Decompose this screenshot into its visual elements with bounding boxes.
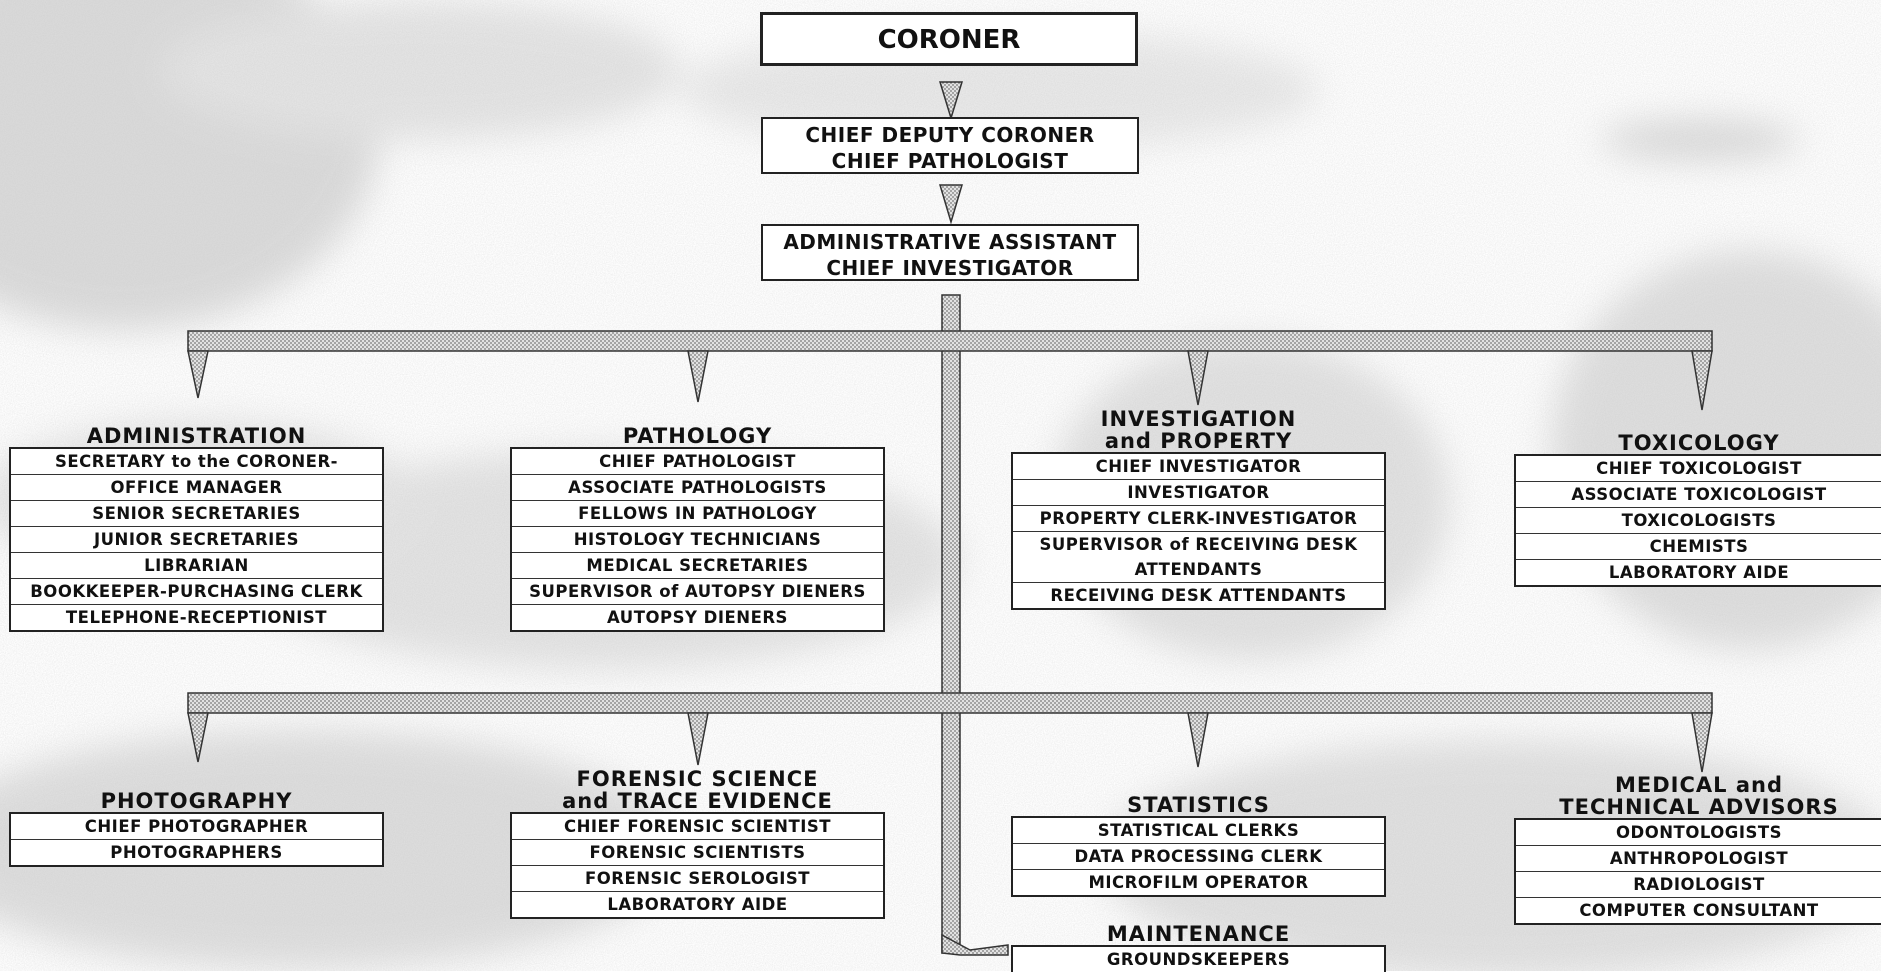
drop-statistics bbox=[1187, 712, 1209, 768]
position-item: FELLOWS IN PATHOLOGY bbox=[512, 501, 883, 527]
position-item: COMPUTER CONSULTANT bbox=[1579, 901, 1819, 920]
department-investigation: INVESTIGATION and PROPERTY CHIEF INVESTI… bbox=[1011, 408, 1386, 610]
position-item: OFFICE MANAGER bbox=[11, 475, 382, 501]
position-item: SENIOR SECRETARIES bbox=[11, 501, 382, 527]
position-item: SUPERVISOR of RECEIVING DESK bbox=[1039, 535, 1358, 554]
position-item: GROUNDSKEEPERS bbox=[1106, 950, 1291, 969]
position-list: SECRETARY to the CORONER- OFFICE MANAGER… bbox=[9, 447, 384, 632]
position-item: RECEIVING DESK ATTENDANTS bbox=[1050, 586, 1347, 605]
position-list: ODONTOLOGISTS ANTHROPOLOGIST RADIOLOGIST… bbox=[1514, 818, 1881, 925]
position-list: STATISTICAL CLERKS DATA PROCESSING CLERK… bbox=[1011, 816, 1386, 897]
vertical-trunk bbox=[941, 294, 961, 954]
position-item: LIBRARIAN bbox=[11, 553, 382, 579]
position-item: BOOKKEEPER-PURCHASING CLERK bbox=[11, 579, 382, 605]
department-title: PATHOLOGY bbox=[622, 424, 773, 448]
department-title-line-1: INVESTIGATION bbox=[1100, 407, 1297, 431]
drop-medical bbox=[1691, 712, 1713, 773]
drop-administration bbox=[187, 350, 209, 399]
department-title-line-2: TECHNICAL ADVISORS bbox=[1559, 795, 1839, 819]
position-item: AUTOPSY DIENERS bbox=[607, 608, 788, 627]
department-title-line-2: and TRACE EVIDENCE bbox=[562, 789, 833, 813]
position-list: CHIEF PHOTOGRAPHER PHOTOGRAPHERS bbox=[9, 812, 384, 867]
drop-pathology bbox=[687, 350, 709, 403]
department-title: MAINTENANCE bbox=[1106, 922, 1291, 946]
administrative-assistant-line: ADMINISTRATIVE ASSISTANT bbox=[783, 230, 1117, 254]
position-item: LABORATORY AIDE bbox=[1608, 563, 1790, 582]
position-item: JUNIOR SECRETARIES bbox=[11, 527, 382, 553]
position-item: STATISTICAL CLERKS bbox=[1013, 818, 1384, 844]
position-item: PROPERTY CLERK-INVESTIGATOR bbox=[1013, 506, 1384, 532]
drop-toxicology bbox=[1691, 350, 1713, 411]
department-title: PHOTOGRAPHY bbox=[100, 789, 293, 813]
department-maintenance: MAINTENANCE GROUNDSKEEPERS bbox=[1011, 923, 1386, 972]
lower-bus bbox=[187, 692, 1713, 714]
department-pathology: PATHOLOGY CHIEF PATHOLOGIST ASSOCIATE PA… bbox=[510, 425, 885, 632]
position-item: MEDICAL SECRETARIES bbox=[512, 553, 883, 579]
coroner-box: CORONER bbox=[760, 12, 1138, 66]
chief-deputy-coroner-line: CHIEF DEPUTY CORONER bbox=[805, 123, 1095, 147]
position-item: CHIEF PATHOLOGIST bbox=[512, 449, 883, 475]
position-item: ASSOCIATE TOXICOLOGIST bbox=[1516, 482, 1881, 508]
position-list: CHIEF TOXICOLOGIST ASSOCIATE TOXICOLOGIS… bbox=[1514, 454, 1881, 587]
position-item: DATA PROCESSING CLERK bbox=[1013, 844, 1384, 870]
chief-pathologist-line: CHIEF PATHOLOGIST bbox=[831, 149, 1069, 173]
position-item: CHIEF TOXICOLOGIST bbox=[1516, 456, 1881, 482]
department-statistics: STATISTICS STATISTICAL CLERKS DATA PROCE… bbox=[1011, 794, 1386, 897]
drop-forensic bbox=[687, 712, 709, 766]
department-title: ADMINISTRATION bbox=[86, 424, 307, 448]
position-item: CHIEF PHOTOGRAPHER bbox=[11, 814, 382, 840]
department-title-line-2: and PROPERTY bbox=[1104, 429, 1293, 453]
position-item: SUPERVISOR of AUTOPSY DIENERS bbox=[512, 579, 883, 605]
position-item: LABORATORY AIDE bbox=[607, 895, 788, 914]
position-item: ATTENDANTS bbox=[1013, 557, 1384, 583]
coroner-title: CORONER bbox=[877, 25, 1021, 55]
position-item: FORENSIC SCIENTISTS bbox=[512, 840, 883, 866]
upper-bus bbox=[187, 330, 1713, 352]
department-photography: PHOTOGRAPHY CHIEF PHOTOGRAPHER PHOTOGRAP… bbox=[9, 790, 384, 867]
position-item: PHOTOGRAPHERS bbox=[110, 843, 283, 862]
department-title-line-1: MEDICAL and bbox=[1615, 773, 1783, 797]
position-item: SECRETARY to the CORONER- bbox=[11, 449, 382, 475]
department-title: STATISTICS bbox=[1127, 793, 1270, 817]
chief-deputy-coroner-box: CHIEF DEPUTY CORONER CHIEF PATHOLOGIST bbox=[761, 117, 1139, 174]
position-item: MICROFILM OPERATOR bbox=[1088, 873, 1309, 892]
department-medical-technical-advisors: MEDICAL and TECHNICAL ADVISORS ODONTOLOG… bbox=[1514, 774, 1881, 925]
position-item: ASSOCIATE PATHOLOGISTS bbox=[512, 475, 883, 501]
drop-photography bbox=[187, 712, 209, 763]
position-item: CHEMISTS bbox=[1516, 534, 1881, 560]
position-item: CHIEF FORENSIC SCIENTIST bbox=[512, 814, 883, 840]
position-item: TOXICOLOGISTS bbox=[1516, 508, 1881, 534]
position-item: INVESTIGATOR bbox=[1013, 480, 1384, 506]
position-item: RADIOLOGIST bbox=[1516, 872, 1881, 898]
chief-investigator-line: CHIEF INVESTIGATOR bbox=[826, 256, 1074, 280]
position-list: GROUNDSKEEPERS bbox=[1011, 945, 1386, 972]
position-list: CHIEF FORENSIC SCIENTIST FORENSIC SCIENT… bbox=[510, 812, 885, 919]
administrative-assistant-box: ADMINISTRATIVE ASSISTANT CHIEF INVESTIGA… bbox=[761, 224, 1139, 281]
trunk-bottom-branch bbox=[941, 933, 1009, 956]
arrow-coroner-to-deputy bbox=[938, 81, 964, 121]
position-item: ANTHROPOLOGIST bbox=[1516, 846, 1881, 872]
department-toxicology: TOXICOLOGY CHIEF TOXICOLOGIST ASSOCIATE … bbox=[1514, 432, 1881, 587]
arrow-deputy-to-admin-assistant bbox=[938, 184, 964, 225]
department-forensic-science: FORENSIC SCIENCE and TRACE EVIDENCE CHIE… bbox=[510, 768, 885, 919]
department-title: TOXICOLOGY bbox=[1618, 431, 1780, 455]
position-item: TELEPHONE-RECEPTIONIST bbox=[65, 608, 328, 627]
position-item: CHIEF INVESTIGATOR bbox=[1013, 454, 1384, 480]
position-list: CHIEF INVESTIGATOR INVESTIGATOR PROPERTY… bbox=[1011, 452, 1386, 610]
position-item: FORENSIC SEROLOGIST bbox=[512, 866, 883, 892]
department-title-line-1: FORENSIC SCIENCE bbox=[576, 767, 819, 791]
position-item: HISTOLOGY TECHNICIANS bbox=[512, 527, 883, 553]
position-item: ODONTOLOGISTS bbox=[1516, 820, 1881, 846]
department-administration: ADMINISTRATION SECRETARY to the CORONER-… bbox=[9, 425, 384, 632]
position-list: CHIEF PATHOLOGIST ASSOCIATE PATHOLOGISTS… bbox=[510, 447, 885, 632]
drop-investigation bbox=[1187, 350, 1209, 406]
